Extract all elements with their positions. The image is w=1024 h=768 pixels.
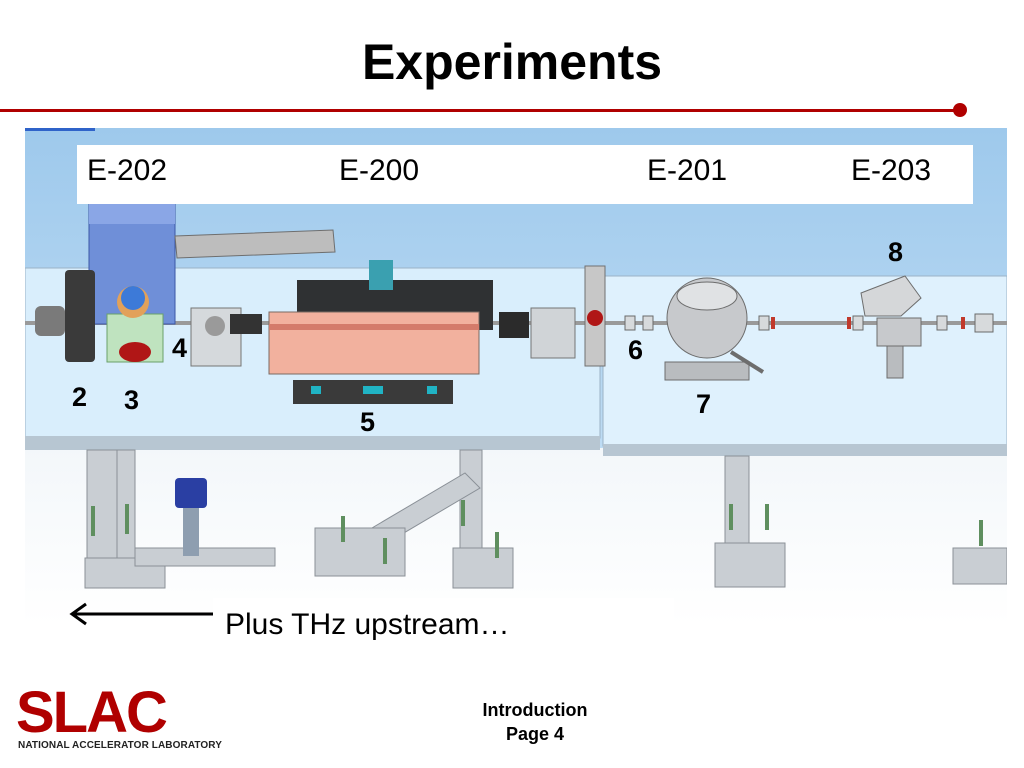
- component-number-7: 7: [696, 389, 712, 419]
- component-number-2: 2: [72, 382, 88, 412]
- experiment-label-e201: E-201: [647, 154, 728, 187]
- experiment-label-bar: [77, 145, 973, 204]
- beamline-illustration: [25, 128, 1007, 625]
- title-rule-dot: [953, 103, 967, 117]
- slac-logo-icon: SLAC: [16, 686, 169, 738]
- slide-title: Experiments: [361, 34, 663, 90]
- left-arrow-icon: [69, 602, 214, 626]
- title-rule: [0, 109, 960, 112]
- experiment-label-e203: E-203: [851, 154, 932, 187]
- component-number-5: 5: [360, 407, 376, 437]
- footer-page-number: Page 4: [505, 724, 565, 744]
- component-number-8: 8: [888, 237, 904, 267]
- component-number-6: 6: [628, 335, 644, 365]
- logo-wordmark: SLAC: [16, 686, 167, 738]
- logo-subtitle: NATIONAL ACCELERATOR LABORATORY: [18, 740, 223, 751]
- footer-section: Introduction: [482, 700, 588, 720]
- upstream-note: Plus THz upstream…: [225, 608, 510, 641]
- upstream-note-box: [213, 598, 674, 656]
- component-number-4: 4: [172, 333, 188, 363]
- component-number-3: 3: [124, 385, 140, 415]
- experiment-label-e200: E-200: [339, 154, 420, 187]
- experiment-label-e202: E-202: [87, 154, 168, 187]
